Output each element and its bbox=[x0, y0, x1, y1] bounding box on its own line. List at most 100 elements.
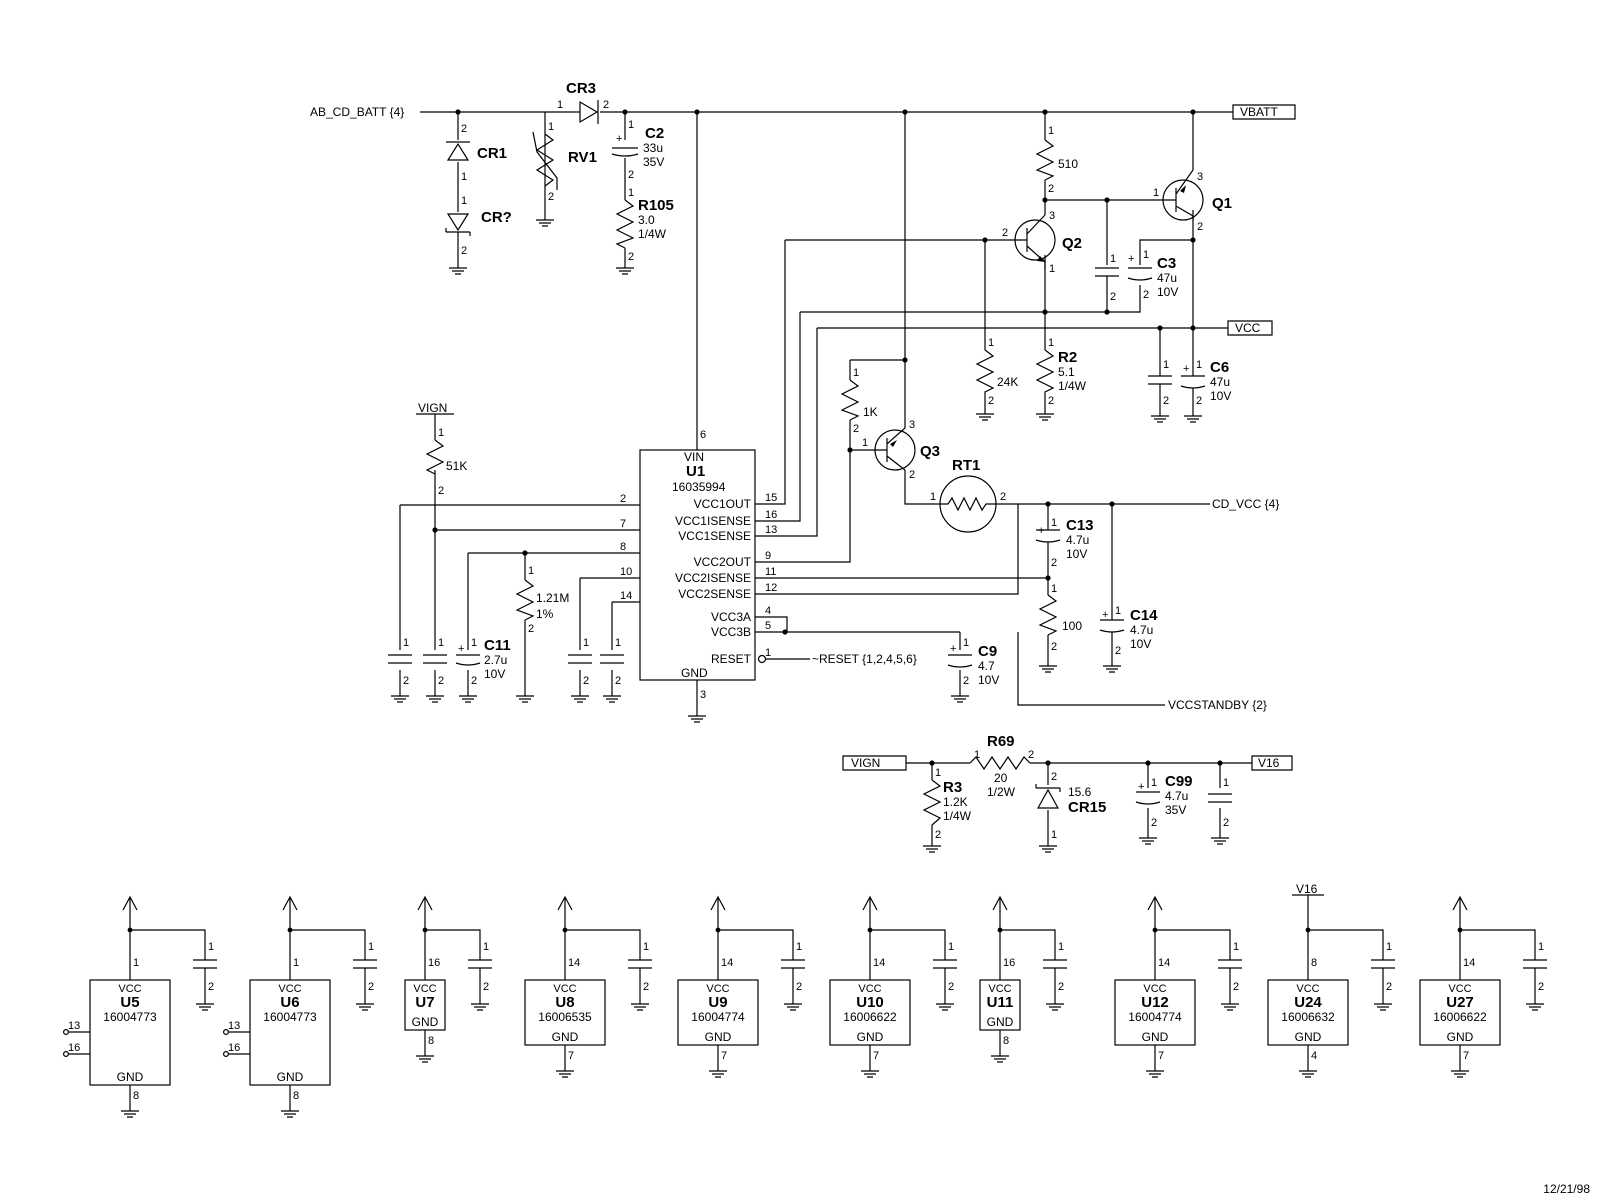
svg-text:RT1: RT1 bbox=[952, 457, 980, 474]
svg-text:2: 2 bbox=[528, 623, 534, 635]
svg-text:1: 1 bbox=[1051, 829, 1057, 841]
ground-icon bbox=[121, 1105, 139, 1118]
u1-pin-number: 8 bbox=[620, 541, 626, 553]
cap-pin: 1 bbox=[643, 941, 649, 953]
capacitor-left-2: 1 2 bbox=[423, 637, 447, 687]
svg-text:1: 1 bbox=[974, 749, 980, 761]
svg-text:C2: C2 bbox=[645, 125, 664, 142]
svg-text:4.7: 4.7 bbox=[978, 659, 995, 673]
ic-ref: U5 bbox=[120, 994, 139, 1011]
cap-pin: 1 bbox=[208, 941, 214, 953]
u1-pin-number: 11 bbox=[765, 566, 776, 578]
ground-icon bbox=[281, 1105, 299, 1118]
u1-pin-number: 5 bbox=[765, 620, 771, 632]
svg-text:CD_VCC {4}: CD_VCC {4} bbox=[1212, 497, 1279, 511]
svg-text:2: 2 bbox=[1197, 221, 1203, 233]
cap-pin: 2 bbox=[643, 981, 649, 993]
svg-text:2: 2 bbox=[603, 99, 609, 111]
gnd-label: GND bbox=[1142, 1030, 1169, 1044]
svg-text:2: 2 bbox=[1002, 227, 1008, 239]
cap-pin: 2 bbox=[1538, 981, 1544, 993]
svg-text:CR1: CR1 bbox=[477, 145, 507, 162]
ground-symbols bbox=[391, 214, 1229, 853]
svg-text:1: 1 bbox=[988, 337, 994, 349]
svg-text:2: 2 bbox=[853, 423, 859, 435]
svg-text:47u: 47u bbox=[1157, 271, 1177, 285]
power-arrow-icon bbox=[710, 895, 726, 980]
ground-icon bbox=[1374, 998, 1392, 1011]
ic-ref: U8 bbox=[555, 994, 574, 1011]
svg-text:R3: R3 bbox=[943, 779, 962, 796]
svg-text:1: 1 bbox=[403, 637, 409, 649]
vcc-pin-number: 14 bbox=[721, 957, 733, 969]
svg-text:C13: C13 bbox=[1066, 517, 1094, 534]
svg-text:16035994: 16035994 bbox=[672, 480, 726, 494]
svg-text:2: 2 bbox=[628, 169, 634, 181]
ground-icon bbox=[688, 710, 706, 723]
svg-text:1/4W: 1/4W bbox=[638, 227, 667, 241]
ground-icon bbox=[459, 690, 477, 703]
port-v16-u24: V16 bbox=[1296, 882, 1318, 896]
extra-pin-number: 16 bbox=[68, 1042, 80, 1054]
svg-text:2: 2 bbox=[438, 485, 444, 497]
ground-icon bbox=[536, 214, 554, 227]
svg-text:CR?: CR? bbox=[481, 209, 512, 226]
ic-ref: U12 bbox=[1141, 994, 1169, 1011]
gnd-pin-number: 7 bbox=[1463, 1050, 1469, 1062]
cap-pin: 1 bbox=[1538, 941, 1544, 953]
junctions bbox=[432, 109, 1223, 766]
svg-text:Q3: Q3 bbox=[920, 443, 940, 460]
svg-text:1: 1 bbox=[935, 767, 941, 779]
capacitor-c3-bypass: 1 2 bbox=[1095, 253, 1119, 303]
svg-text:1: 1 bbox=[615, 637, 621, 649]
svg-text:2: 2 bbox=[615, 675, 621, 687]
ground-icon bbox=[1451, 1065, 1469, 1078]
ground-icon bbox=[861, 1065, 879, 1078]
svg-text:1K: 1K bbox=[863, 405, 878, 419]
svg-text:CR15: CR15 bbox=[1068, 799, 1106, 816]
svg-text:R2: R2 bbox=[1058, 349, 1077, 366]
svg-text:1: 1 bbox=[528, 565, 534, 577]
svg-text:1: 1 bbox=[438, 637, 444, 649]
vcc-label: VCC bbox=[988, 983, 1011, 995]
svg-text:1/4W: 1/4W bbox=[1058, 379, 1087, 393]
vcc-label: VCC bbox=[413, 983, 436, 995]
ground-icon bbox=[603, 690, 621, 703]
capacitor-c99: + 1 2 C99 4.7u 35V bbox=[1135, 773, 1193, 829]
svg-text:2: 2 bbox=[461, 123, 467, 135]
port-vign-bottom: VIGN bbox=[842, 755, 907, 771]
svg-text:10V: 10V bbox=[1210, 389, 1231, 403]
extra-pin-number: 13 bbox=[68, 1020, 80, 1032]
svg-text:5.1: 5.1 bbox=[1058, 365, 1075, 379]
svg-text:2: 2 bbox=[583, 675, 589, 687]
u1-pin-name: VCC2SENSE bbox=[678, 587, 751, 601]
ground-icon bbox=[976, 408, 994, 421]
capacitor-c6-bypass: 1 2 bbox=[1148, 359, 1172, 407]
svg-text:2: 2 bbox=[1028, 749, 1034, 761]
svg-text:C9: C9 bbox=[978, 643, 997, 660]
resistor-24k: 1 2 24K bbox=[975, 337, 1018, 408]
svg-text:2: 2 bbox=[1048, 395, 1054, 407]
ground-icon bbox=[1184, 410, 1202, 423]
svg-text:100: 100 bbox=[1062, 619, 1082, 633]
svg-text:2: 2 bbox=[1223, 817, 1229, 829]
svg-text:2: 2 bbox=[403, 675, 409, 687]
svg-text:2: 2 bbox=[988, 395, 994, 407]
ground-icon bbox=[1221, 998, 1239, 1011]
ic-part-number: 16006632 bbox=[1281, 1010, 1335, 1024]
port-vbatt: VBATT bbox=[1232, 104, 1296, 120]
ic-part-number: 16004774 bbox=[691, 1010, 745, 1024]
gnd-pin-number: 7 bbox=[1158, 1050, 1164, 1062]
ground-icon bbox=[516, 690, 534, 703]
svg-text:1: 1 bbox=[1115, 605, 1121, 617]
ic-part-number: 16004773 bbox=[263, 1010, 317, 1024]
svg-text:C99: C99 bbox=[1165, 773, 1193, 790]
u1-pin-number: 4 bbox=[765, 605, 771, 617]
svg-text:C14: C14 bbox=[1130, 607, 1158, 624]
svg-text:2: 2 bbox=[628, 251, 634, 263]
ground-icon bbox=[784, 998, 802, 1011]
ground-icon bbox=[991, 1050, 1009, 1063]
